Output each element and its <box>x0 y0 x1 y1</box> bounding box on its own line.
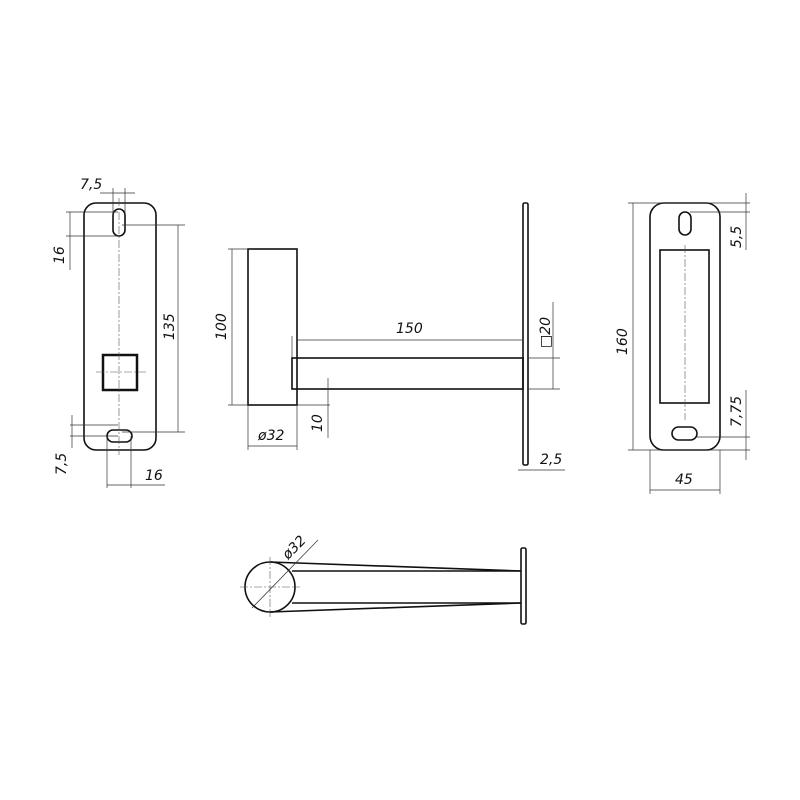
side-view: 150 100 ø32 10 □20 2,5 <box>214 202 565 471</box>
dim-plate-thickness: 2,5 <box>540 452 562 468</box>
cup <box>247 248 298 406</box>
dim-bottom-slot: 16 <box>145 468 163 484</box>
top-slot <box>678 211 692 236</box>
top-view: ø32 <box>240 533 527 625</box>
dim-length: 150 <box>396 321 423 337</box>
dim-top-offset: 5,5 <box>729 226 745 248</box>
dim-offset: 10 <box>310 414 326 432</box>
dim-square: □20 <box>538 317 554 348</box>
dim-cup-height: 100 <box>214 313 230 340</box>
bottom-slot <box>671 426 698 441</box>
dim-diameter: ø32 <box>279 533 310 564</box>
front-plate-view: 7,5 16 135 7,5 16 <box>52 177 185 488</box>
dim-height: 160 <box>615 328 631 355</box>
dim-slot-width: 7,5 <box>80 177 102 193</box>
inner-window <box>659 249 710 404</box>
dim-cup-diameter: ø32 <box>257 428 284 444</box>
mount-plate <box>522 202 529 466</box>
dim-bottom-offset: 7,5 <box>54 453 70 475</box>
mount-plate <box>520 547 527 625</box>
back-plate-view: 160 5,5 7,75 45 <box>615 193 750 494</box>
square-hole <box>101 353 139 392</box>
dim-slot-height: 16 <box>52 246 68 264</box>
dim-hole-spacing: 135 <box>162 313 178 340</box>
tube <box>291 357 524 390</box>
dim-bottom-offset: 7,75 <box>729 396 745 427</box>
dim-width: 45 <box>675 472 693 488</box>
